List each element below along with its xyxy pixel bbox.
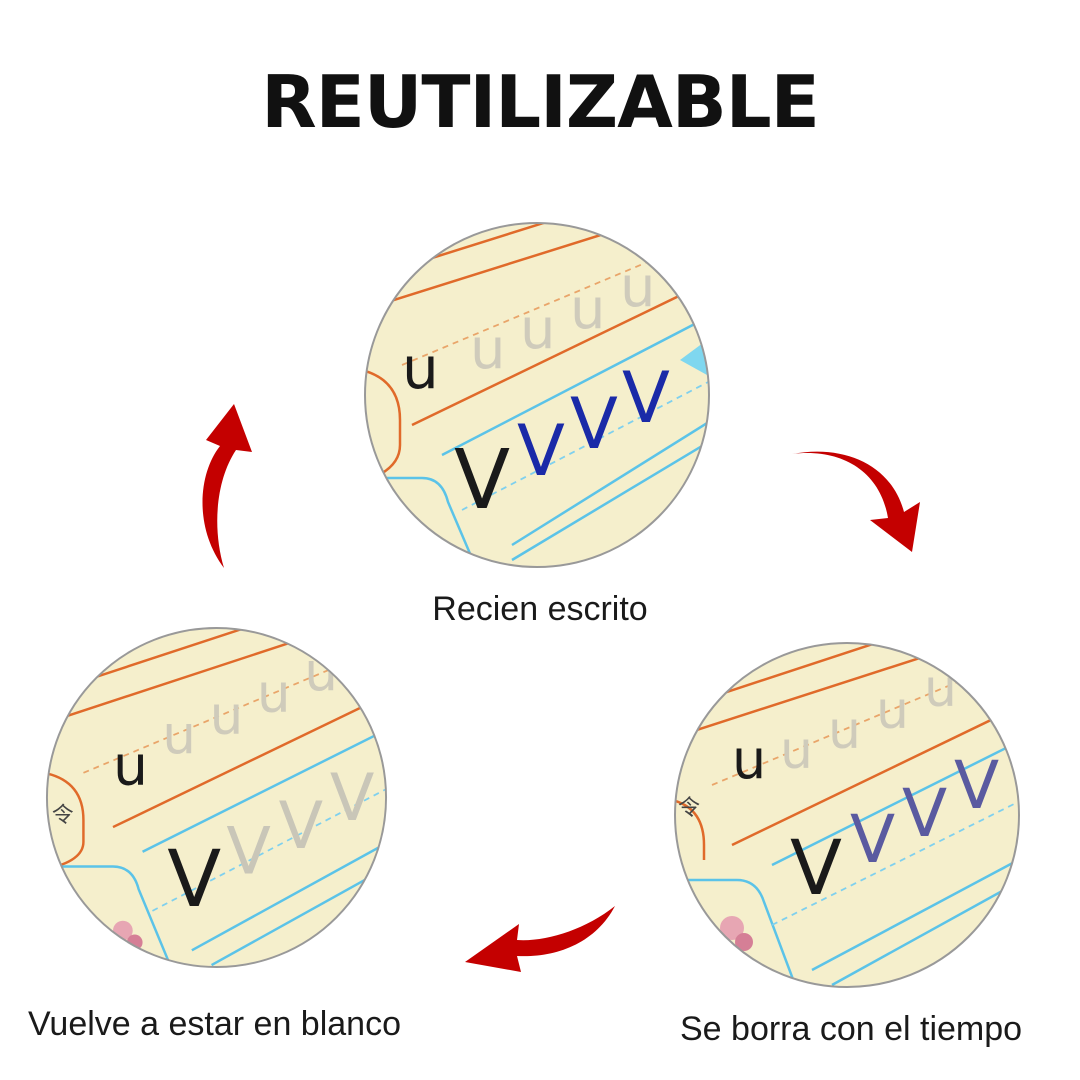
model-letter: u: [402, 334, 439, 402]
svg-text:令: 令: [52, 803, 74, 828]
svg-text:u: u: [257, 663, 291, 725]
svg-text:V: V: [850, 801, 895, 878]
caption-fading: Se borra con el tiempo: [680, 1010, 1023, 1048]
svg-text:u: u: [828, 701, 861, 761]
cycle-arrow-icon: [465, 906, 615, 972]
svg-text:u: u: [570, 277, 606, 342]
trace-letter: V: [454, 433, 510, 528]
svg-text:u: u: [780, 721, 813, 781]
svg-text:u: u: [304, 641, 338, 703]
svg-text:V: V: [902, 775, 947, 852]
cycle-arrow-icon: [202, 404, 252, 568]
svg-text:令: 令: [678, 796, 700, 821]
svg-text:u: u: [876, 681, 909, 741]
svg-text:V: V: [570, 383, 618, 465]
svg-text:u: u: [162, 704, 196, 766]
svg-text:u: u: [210, 684, 244, 746]
svg-text:u: u: [924, 659, 957, 719]
model-letter: u: [732, 728, 766, 791]
svg-text:V: V: [330, 761, 375, 836]
svg-text:u: u: [520, 297, 556, 362]
model-letter: u: [113, 735, 148, 799]
caption-blank-again: Vuelve a estar en blanco: [28, 1005, 401, 1043]
svg-text:V: V: [622, 357, 670, 439]
svg-text:V: V: [517, 410, 565, 492]
page-title: REUTILIZABLE: [261, 60, 820, 144]
svg-text:V: V: [954, 747, 999, 824]
svg-text:u: u: [470, 317, 506, 382]
trace-letter: V: [167, 833, 221, 925]
svg-text:V: V: [226, 814, 270, 889]
svg-text:V: V: [279, 789, 324, 864]
cycle-arrow-icon: [792, 451, 920, 552]
trace-letter: V: [790, 823, 842, 912]
caption-freshly-written: Recien escrito: [432, 590, 648, 628]
